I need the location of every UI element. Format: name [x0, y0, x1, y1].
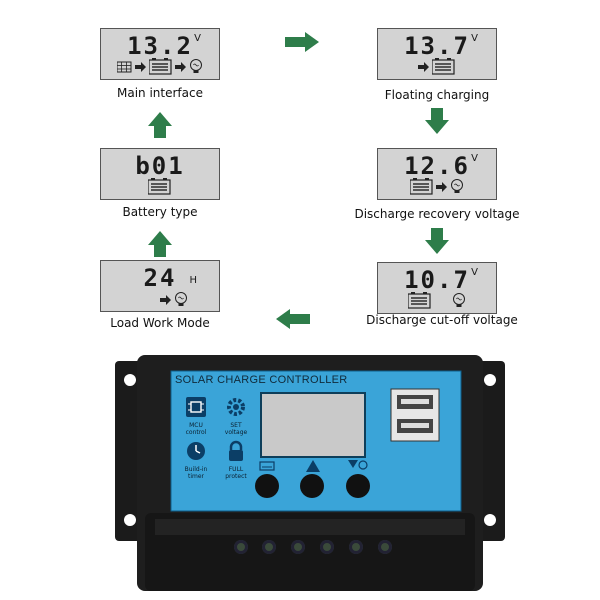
battery-icon	[407, 292, 431, 309]
warning-symbol-icon	[306, 460, 320, 472]
lcd-main-interface: 13.2 V	[100, 28, 220, 80]
feature-label: Build-in	[184, 466, 208, 473]
battery-icon	[148, 58, 172, 75]
load-bulb-icon	[452, 293, 465, 308]
chip-icon	[186, 397, 206, 417]
lcd-main-value: 13.2	[127, 32, 193, 60]
lcd-main-unit: V	[194, 33, 201, 44]
lcd-floating-value: 13.7	[404, 32, 470, 60]
feature-label: control	[185, 429, 207, 436]
arrow-right-icon	[418, 61, 429, 72]
lcd-cutoff-value: 10.7	[404, 266, 470, 294]
feature-label: FULL	[228, 466, 244, 473]
caption-floating-charging: Floating charging	[384, 88, 490, 102]
arrow-right-icon	[174, 61, 186, 72]
menu-button[interactable]	[255, 474, 279, 498]
lcd-recovery-value: 12.6	[404, 152, 470, 180]
arrow-right-icon	[435, 181, 447, 192]
feature-label: protect	[225, 473, 247, 480]
lcd-discharge-recovery: 12.6 V	[377, 148, 497, 200]
lcd-floating-unit: V	[471, 33, 478, 44]
feature-full-protect: FULL protect	[222, 440, 250, 480]
terminal-screw	[378, 540, 392, 554]
feature-label: SET	[230, 422, 242, 429]
feature-label: timer	[187, 473, 205, 480]
arrow-right-icon	[134, 61, 146, 72]
terminal-screw	[291, 540, 305, 554]
load-bulb-icon	[189, 59, 202, 74]
lcd-load-work-mode: 24 H	[100, 260, 220, 312]
caption-discharge-cutoff: Discharge cut-off voltage	[366, 313, 518, 327]
lcd-battery-type: b01	[100, 148, 220, 200]
gear-icon	[227, 398, 245, 416]
menu-symbol-icon	[259, 461, 275, 471]
lcd-recovery-unit: V	[471, 153, 478, 164]
lcd-cutoff-unit: V	[471, 267, 478, 278]
feature-label: voltage	[224, 429, 248, 436]
terminal-screw	[320, 540, 334, 554]
solar-panel-icon	[116, 61, 131, 72]
arrow-right-icon	[285, 32, 319, 52]
terminal-screw	[262, 540, 276, 554]
arrow-down-icon	[425, 228, 449, 254]
feature-mcu-control: MCU control	[182, 396, 210, 436]
feature-build-in-timer: Build-in timer	[182, 440, 210, 480]
up-button[interactable]	[300, 474, 324, 498]
lcd-floating-charging: 13.7 V	[377, 28, 497, 80]
feature-label: MCU	[189, 422, 203, 429]
down-load-button[interactable]	[346, 474, 370, 498]
caption-discharge-recovery: Discharge recovery voltage	[354, 207, 520, 221]
caption-main-interface: Main interface	[117, 86, 203, 100]
feature-set-voltage: SET voltage	[222, 396, 250, 436]
arrow-left-icon	[276, 309, 310, 329]
arrow-down-icon	[425, 108, 449, 134]
terminal-screw	[234, 540, 248, 554]
lcd-load-value: 24	[143, 264, 177, 292]
caption-load-work-mode: Load Work Mode	[110, 316, 210, 330]
load-symbol-icon	[348, 460, 368, 470]
lcd-load-unit: H	[189, 275, 197, 286]
battery-icon	[409, 178, 433, 195]
battery-icon	[432, 58, 455, 75]
load-bulb-icon	[450, 179, 463, 194]
arrow-up-icon	[148, 112, 172, 138]
caption-battery-type: Battery type	[122, 205, 198, 219]
load-bulb-icon	[175, 292, 187, 307]
lock-icon	[229, 440, 243, 461]
arrow-right-icon	[160, 294, 171, 305]
battery-icon	[148, 178, 171, 195]
arrow-up-icon	[148, 231, 172, 257]
terminal-screw	[349, 540, 363, 554]
lcd-battery-value: b01	[135, 152, 185, 180]
device-title: SOLAR CHARGE CONTROLLER	[175, 374, 348, 386]
lcd-discharge-cutoff: 10.7 V	[377, 262, 497, 314]
clock-icon	[187, 442, 205, 460]
